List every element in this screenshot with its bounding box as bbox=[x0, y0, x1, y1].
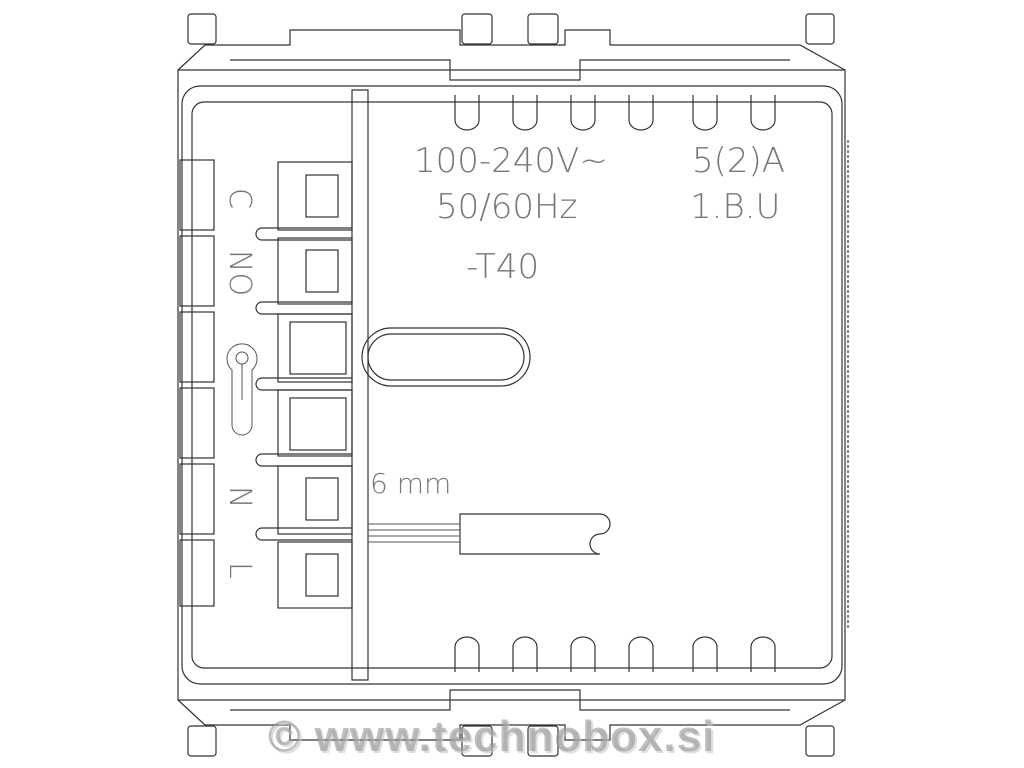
strip-length-label: 6 mm bbox=[370, 467, 451, 500]
left-ribs bbox=[179, 159, 215, 607]
terminal-label-l: L bbox=[222, 562, 257, 579]
type-label: 1.B.U bbox=[690, 187, 780, 227]
temperature-label: -T40 bbox=[466, 247, 539, 287]
inner-housing bbox=[181, 85, 843, 685]
corner-pegs bbox=[187, 13, 835, 757]
current-label: 5(2)A bbox=[692, 141, 785, 181]
strip-gauge bbox=[368, 513, 611, 555]
inner-panel bbox=[191, 101, 833, 669]
center-slot bbox=[361, 327, 531, 387]
voltage-label: 100-240V~ bbox=[414, 141, 608, 181]
top-screws bbox=[454, 95, 776, 131]
terminal-label-no: NO bbox=[222, 250, 257, 296]
bottom-screws bbox=[454, 636, 776, 672]
terminal-block bbox=[255, 161, 353, 609]
watermark: © www.technobox.si bbox=[268, 712, 716, 761]
terminal-label-c: C bbox=[222, 188, 257, 209]
frequency-label: 50/60Hz bbox=[436, 187, 577, 227]
cover-edge bbox=[351, 89, 369, 681]
keyhole-mark bbox=[226, 343, 258, 436]
terminal-label-n: N bbox=[222, 486, 257, 508]
